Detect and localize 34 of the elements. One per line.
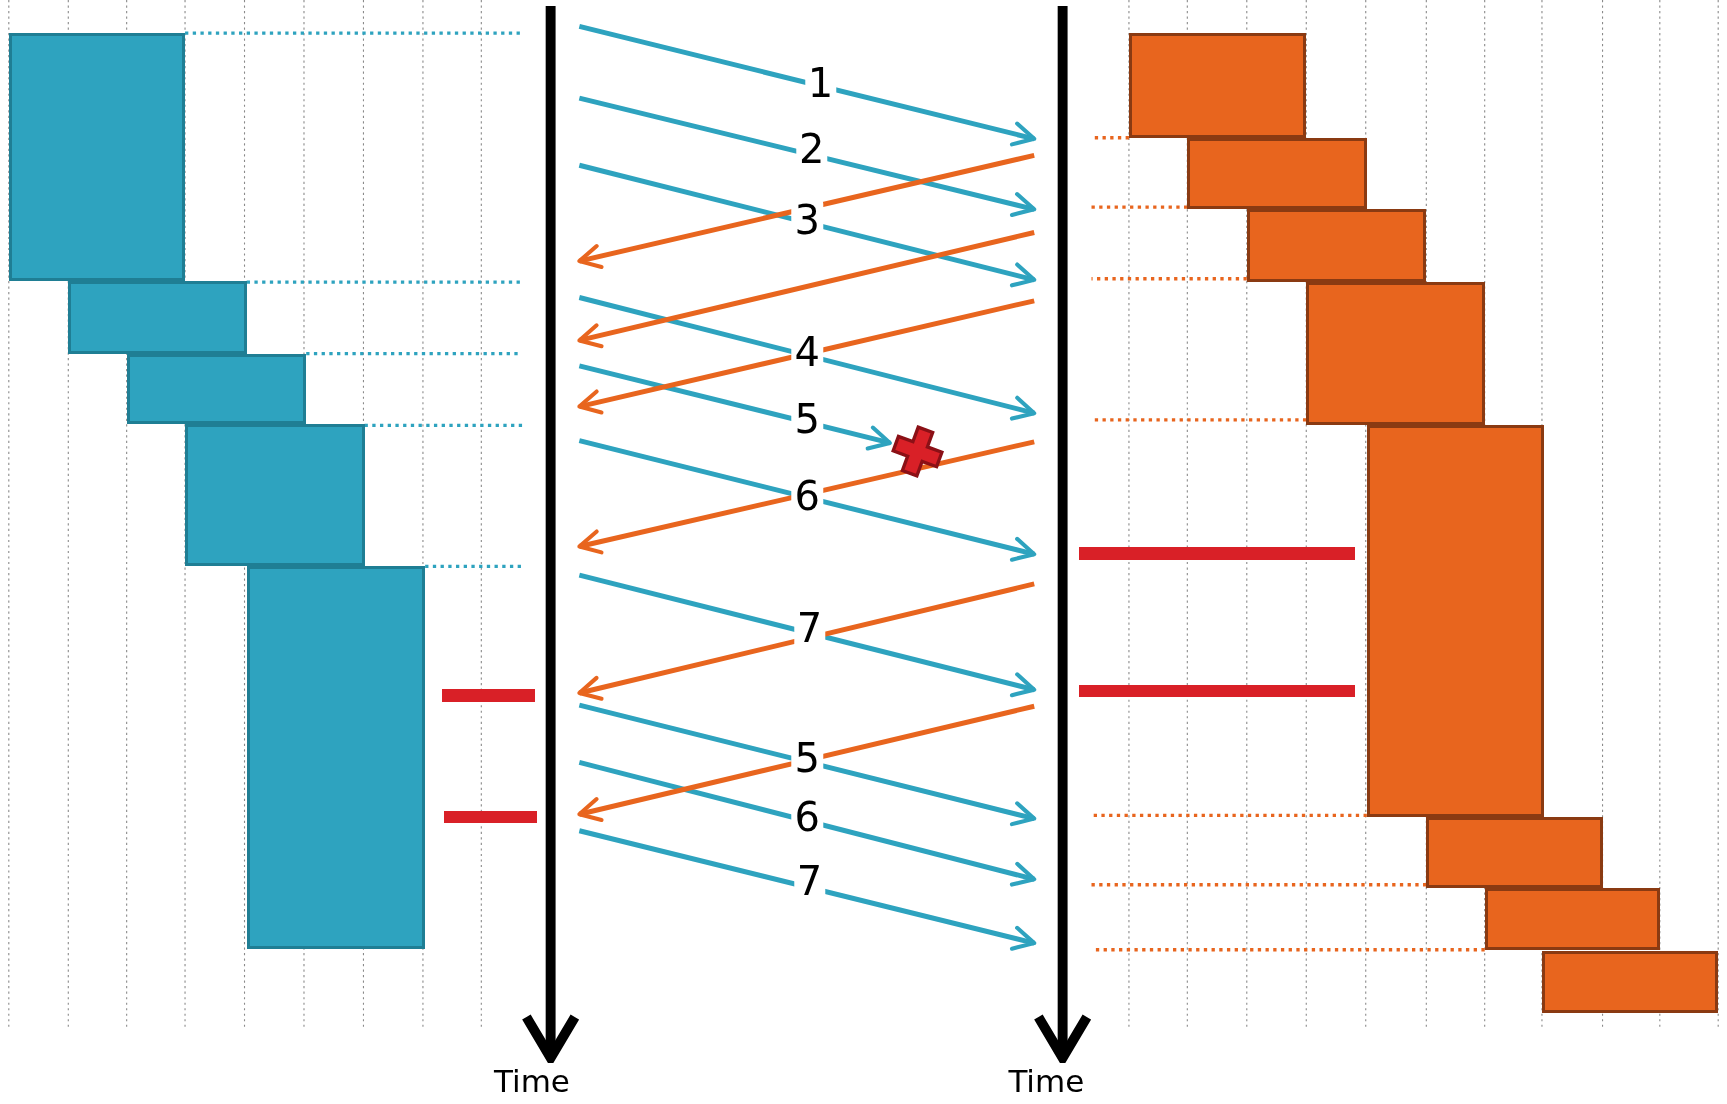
- time-block: [1246, 209, 1427, 282]
- arrow: [578, 363, 892, 451]
- axis-label: Time: [494, 1066, 570, 1098]
- time-block: [1426, 817, 1603, 888]
- axis-label: Time: [1008, 1066, 1085, 1098]
- dotted-line: [425, 564, 523, 568]
- time-block: [126, 353, 307, 425]
- arrow: [578, 95, 1037, 217]
- arrow: [578, 760, 1037, 887]
- arrow: [578, 162, 1037, 288]
- time-block: [1306, 281, 1485, 426]
- time-axis-arrow: [1034, 5, 1092, 1063]
- time-block: [246, 566, 426, 950]
- arrow: [578, 828, 1037, 951]
- time-block: [185, 424, 365, 567]
- time-block: [1128, 33, 1307, 138]
- dotted-line: [1091, 205, 1188, 209]
- dotted-line: [246, 280, 523, 284]
- dotted-line: [364, 423, 523, 427]
- cross-mark-icon: [889, 424, 945, 480]
- dotted-line: [1091, 883, 1427, 887]
- time-block: [1541, 950, 1719, 1014]
- arrow: [578, 24, 1037, 147]
- time-block: [1187, 137, 1367, 210]
- arrow: [577, 230, 1035, 349]
- time-block: [1484, 887, 1660, 951]
- dotted-line: [1091, 277, 1247, 281]
- dotted-line: [1091, 813, 1367, 817]
- time-axis-arrow: [522, 5, 580, 1063]
- time-block: [8, 33, 185, 281]
- dotted-line: [185, 31, 523, 35]
- arrow: [577, 152, 1035, 269]
- time-block: [1366, 425, 1545, 818]
- time-block: [68, 280, 247, 354]
